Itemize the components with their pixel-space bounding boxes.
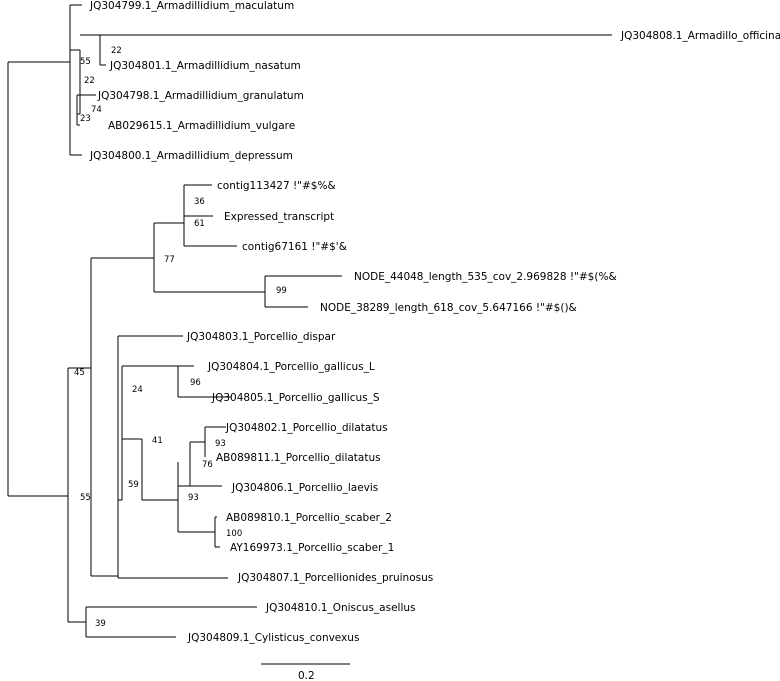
support-value-s96: 96	[190, 378, 201, 388]
taxon-label-maculatum: JQ304799.1_Armadillidium_maculatum	[89, 0, 294, 12]
taxon-label-scaber2: AB089810.1_Porcellio_scaber_2	[226, 512, 392, 524]
taxon-label-laevis: JQ304806.1_Porcellio_laevis	[231, 482, 378, 494]
taxon-label-contig67161: contig67161 !"#$'&	[242, 241, 347, 253]
taxon-label-contig113427: contig113427 !"#$%&	[217, 180, 336, 192]
taxon-label-expressed: Expressed_transcript	[224, 211, 334, 223]
support-value-s99: 99	[276, 286, 287, 296]
support-value-s22a: 22	[111, 46, 122, 56]
support-value-s61: 61	[194, 219, 205, 229]
support-value-s22b: 22	[84, 76, 95, 86]
taxon-label-officinalis: JQ304808.1_Armadillo_officinalis	[620, 30, 780, 42]
support-value-s59: 59	[128, 480, 139, 490]
taxon-label-dilatatus2: AB089811.1_Porcellio_dilatatus	[216, 452, 381, 464]
taxon-label-node38289: NODE_38289_length_618_cov_5.647166 !"#$(…	[320, 302, 577, 314]
support-value-s23: 23	[80, 114, 91, 124]
taxon-label-asellus: JQ304810.1_Oniscus_asellus	[265, 602, 416, 614]
taxon-label-node44048: NODE_44048_length_535_cov_2.969828 !"#$(…	[354, 271, 617, 283]
taxon-label-convexus: JQ304809.1_Cylisticus_convexus	[187, 632, 359, 644]
taxon-label-depressum: JQ304800.1_Armadillidium_depressum	[89, 150, 293, 162]
support-value-s55a: 55	[80, 57, 91, 67]
support-value-s93a: 93	[215, 439, 226, 449]
taxon-label-vulgare: AB029615.1_Armadillidium_vulgare	[108, 120, 295, 132]
taxon-label-dispar: JQ304803.1_Porcellio_dispar	[186, 331, 336, 343]
support-value-s100: 100	[226, 529, 242, 539]
taxon-label-gallicus_l: JQ304804.1_Porcellio_gallicus_L	[207, 361, 375, 373]
taxon-label-scaber1: AY169973.1_Porcellio_scaber_1	[230, 542, 394, 554]
support-value-s45: 45	[74, 368, 85, 378]
support-value-s24: 24	[132, 385, 143, 395]
support-value-s41: 41	[152, 436, 163, 446]
taxon-label-pruinosus: JQ304807.1_Porcellionides_pruinosus	[237, 572, 433, 584]
taxon-label-granulatum: JQ304798.1_Armadillidium_granulatum	[97, 90, 304, 102]
support-value-s36: 36	[194, 197, 205, 207]
support-value-s77: 77	[164, 255, 175, 265]
support-value-s74: 74	[91, 105, 102, 115]
support-value-s39: 39	[95, 619, 106, 629]
support-value-s76: 76	[202, 460, 213, 470]
taxon-label-nasatum: JQ304801.1_Armadillidium_nasatum	[109, 60, 301, 72]
scale-bar-label: 0.2	[298, 670, 315, 681]
taxon-label-gallicus_s: JQ304805.1_Porcellio_gallicus_S	[211, 392, 380, 404]
support-value-s93b: 93	[188, 493, 199, 503]
taxon-label-dilatatus1: JQ304802.1_Porcellio_dilatatus	[225, 422, 388, 434]
support-value-s55b: 55	[80, 493, 91, 503]
